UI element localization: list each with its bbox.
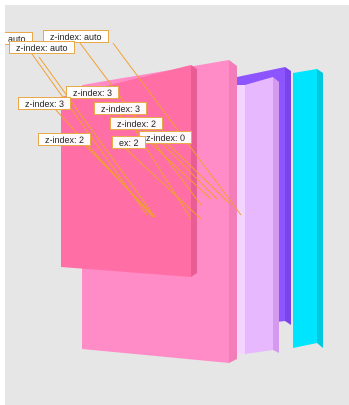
leader-lines	[26, 42, 242, 220]
purple-layer-edge	[285, 67, 291, 325]
hot-pink-layer-edge	[191, 65, 197, 277]
z-index-label: z-index: 3	[94, 102, 148, 115]
leader-line	[124, 147, 202, 220]
z-index-label: ex: 2	[112, 136, 146, 149]
z-index-label: z-index: 3	[66, 86, 120, 99]
z-index-label: z-index: 3	[18, 97, 72, 110]
z-index-label: z-index: 2	[38, 133, 92, 146]
leader-line	[84, 144, 156, 218]
leader-line	[38, 56, 156, 218]
cyan-layer-face	[293, 69, 317, 348]
cyan-layer-edge	[317, 69, 323, 348]
lavender-layer-edge	[273, 77, 279, 353]
lavender-layer-face	[245, 77, 273, 354]
lavender-layer-front	[237, 85, 245, 354]
leader-line	[164, 140, 230, 204]
lavender-layer[interactable]	[237, 77, 279, 354]
cyan-layer[interactable]	[293, 69, 323, 348]
z-index-label: z-index: auto	[9, 41, 75, 54]
pink-layer-edge	[229, 60, 237, 363]
z-index-label: z-index: 0	[139, 131, 193, 144]
leader-line	[112, 42, 242, 216]
layers-3d-viewport[interactable]: auto z-index: auto z-index: auto z-index…	[5, 5, 349, 405]
leader-line	[54, 108, 154, 218]
z-index-label: z-index: auto	[43, 30, 109, 43]
layers-scene	[26, 42, 323, 363]
leader-line	[26, 46, 148, 216]
z-index-label: z-index: 2	[110, 117, 164, 130]
